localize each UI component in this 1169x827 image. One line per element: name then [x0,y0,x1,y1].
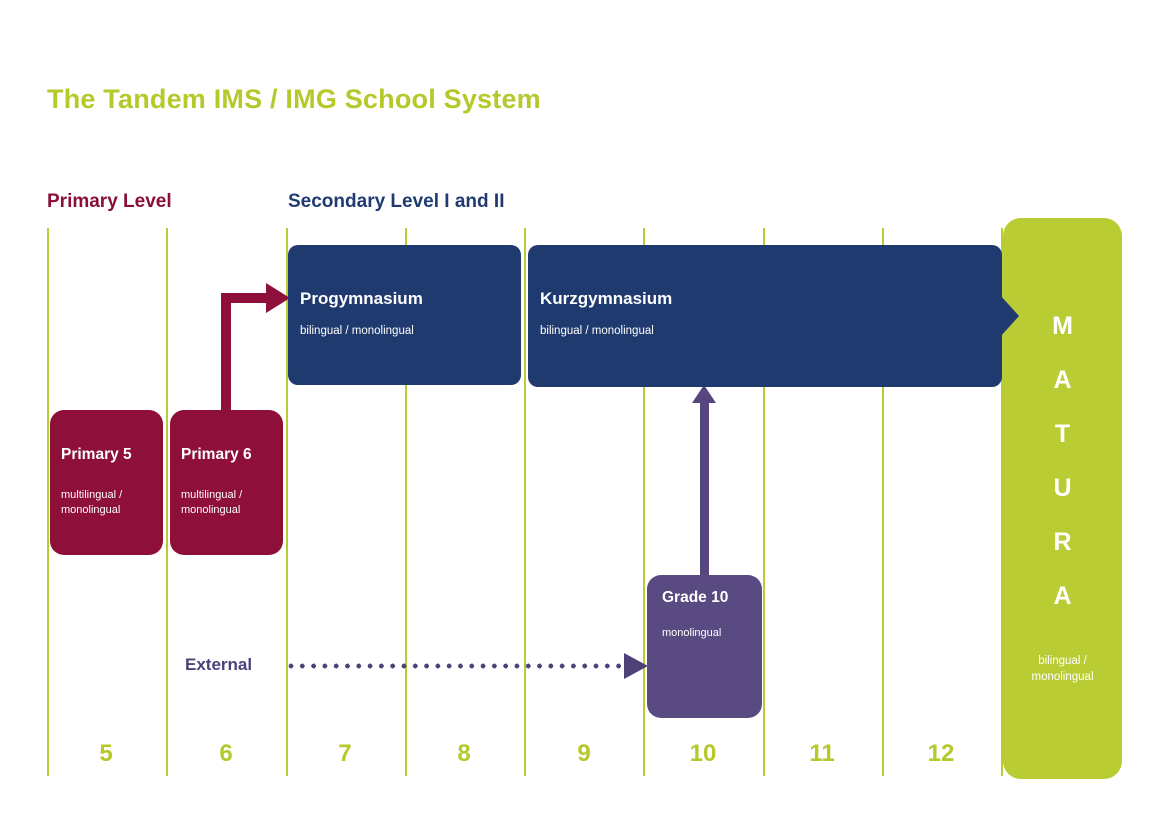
progymnasium-box: Progymnasium bilingual / monolingual [288,245,521,385]
matura-letter: R [1053,528,1072,556]
grade-label-8: 8 [457,740,471,767]
matura-letter: T [1054,420,1071,448]
primary6-box: Primary 6 multilingual / monolingual [170,410,283,555]
grade10-box: Grade 10 monolingual [647,575,762,718]
arrow-external-head-icon [624,653,648,679]
grade10-title: Grade 10 [662,589,729,606]
gridline [166,228,168,776]
gridline [882,228,884,776]
matura-box: M A T U R A bilingual / monolingual [1003,218,1122,779]
progymnasium-title: Progymnasium [300,289,423,308]
kurzgymnasium-title: Kurzgymnasium [540,289,673,308]
arrow-primary6-to-progymnasium-elbow [221,293,269,303]
grade-label-5: 5 [99,740,113,767]
gridline [643,228,645,776]
matura-subtitle: bilingual / monolingual [1031,654,1094,683]
kurzgymnasium-box: Kurzgymnasium bilingual / monolingual [528,245,1002,387]
matura-letter: A [1053,366,1072,394]
grade-label-9: 9 [577,740,591,767]
page-title: The Tandem IMS / IMG School System [47,84,541,114]
arrow-primary6-to-progymnasium-shaft [221,293,231,411]
primary5-subtitle: multilingual / monolingual [61,489,123,516]
grade-label-6: 6 [219,740,233,767]
matura-letters: M A T U R A [1003,218,1122,609]
grade10-subtitle: monolingual [662,627,722,639]
matura-letter: M [1052,312,1073,340]
secondary-level-label: Secondary Level I and II [288,191,505,212]
grade-label-10: 10 [689,740,717,767]
arrow-grade10-to-kurzgymnasium-head-icon [692,385,716,403]
arrow-primary6-to-progymnasium-head-icon [266,283,290,313]
gridline [524,228,526,776]
grade-label-7: 7 [338,740,352,767]
primary5-title: Primary 5 [61,446,132,463]
gridline [286,228,288,776]
gridline [763,228,765,776]
external-label: External [185,655,253,674]
primary-level-label: Primary Level [47,191,172,212]
matura-letter: U [1053,474,1072,502]
progymnasium-subtitle: bilingual / monolingual [300,325,414,337]
gridline [47,228,49,776]
primary6-subtitle: multilingual / monolingual [181,489,243,516]
gridline [405,228,407,776]
grade-label-11: 11 [809,740,835,767]
arrow-grade10-to-kurzgymnasium-shaft [700,402,709,575]
primary5-box: Primary 5 multilingual / monolingual [50,410,163,555]
arrow-kurzgymnasium-to-matura-head-icon [1000,295,1019,337]
primary6-title: Primary 6 [181,446,252,463]
gridline [1001,228,1003,776]
arrow-external-dotted-shaft [286,661,624,671]
grade-label-12: 12 [927,740,955,767]
kurzgymnasium-subtitle: bilingual / monolingual [540,325,654,337]
matura-letter: A [1053,582,1072,610]
